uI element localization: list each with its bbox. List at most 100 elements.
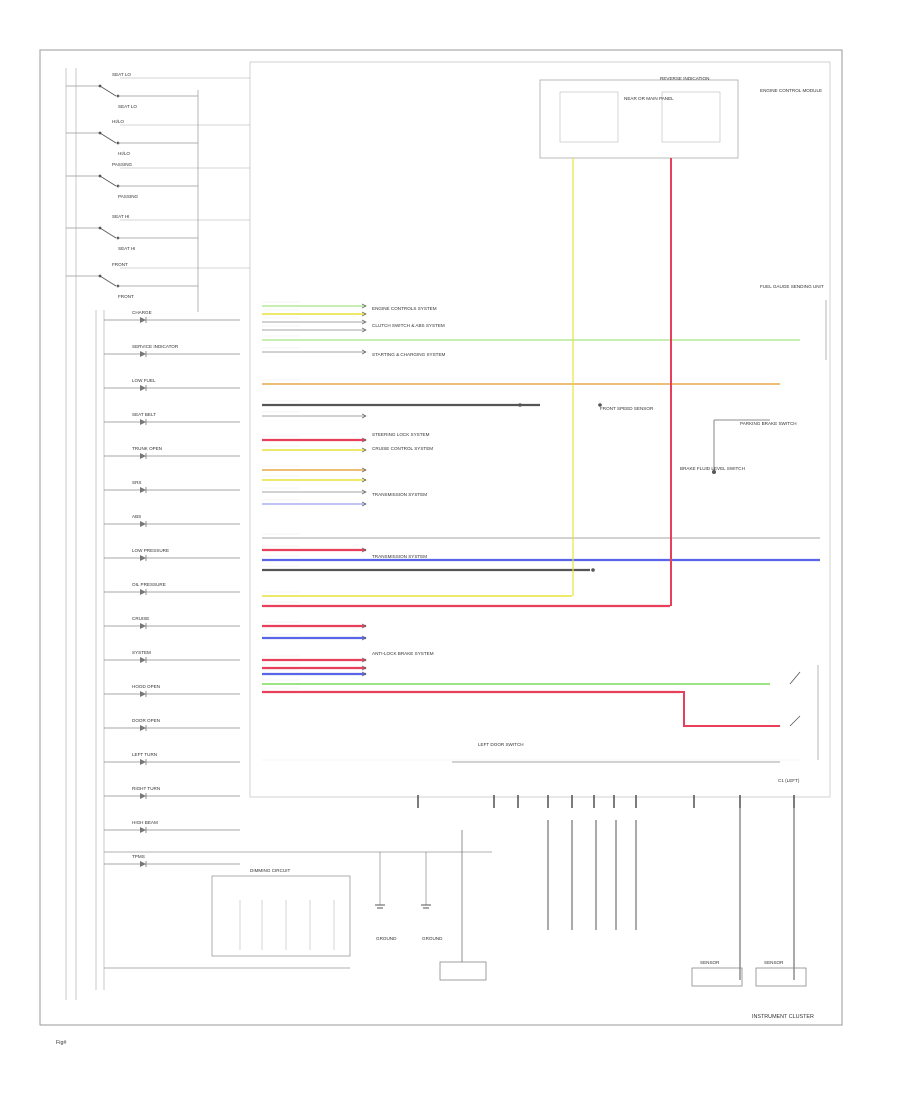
wire-arrow-icon (361, 319, 367, 325)
indicator-label: HOOD OPEN (132, 684, 160, 689)
bottom-component-label: SENSOR (700, 960, 720, 965)
wire-arrow-icon (361, 489, 367, 495)
system-label: STARTING & CHARGING SYSTEM (372, 352, 446, 357)
switch-sublabel: SEAT LO (118, 104, 137, 109)
switch-label: HI/LO (112, 119, 124, 124)
switch-sublabel: SEAT HI (118, 246, 135, 251)
wire-arrow-icon (361, 665, 367, 671)
switch-contact (98, 84, 102, 88)
wire-arrow-icon (361, 413, 367, 419)
cluster-label: INSTRUMENT CLUSTER (752, 1014, 814, 1020)
indicator-diode-icon (140, 759, 146, 765)
outer-frame (39, 49, 843, 1026)
switch-label: SEAT LO (112, 72, 131, 77)
top-module-right-box (661, 91, 721, 143)
indicator-label: SERVICE INDICATOR (132, 344, 179, 349)
top-module-box (539, 79, 739, 159)
indicator-diode-icon (140, 657, 146, 663)
indicator-diode-icon (140, 487, 146, 493)
wire-arrow-icon (361, 467, 367, 473)
wire-arrow-icon (361, 635, 367, 641)
component-label: BRAKE FLUID LEVEL SWITCH (680, 466, 745, 471)
indicator-diode-icon (140, 555, 146, 561)
top-module-label: ENGINE CONTROL MODULE (760, 88, 822, 93)
indicator-diode-icon (140, 827, 146, 833)
indicator-diode-icon (140, 861, 146, 867)
switch-contact (98, 274, 102, 278)
splice-node (591, 568, 595, 572)
indicator-label: LOW PRESSURE (132, 548, 169, 553)
indicator-label: SYSTEM (132, 650, 151, 655)
component-label: LEFT DOOR SWITCH (478, 742, 524, 747)
indicator-label: RIGHT TURN (132, 786, 160, 791)
right-switch-blade (789, 671, 801, 685)
component-label: FRONT SPEED SENSOR (600, 406, 654, 411)
splice-node (518, 403, 522, 407)
indicator-group: CHARGE SERVICE INDICATOR LOW FUEL SEAT BELT… (104, 310, 240, 867)
component-label: PARKING BRAKE SWITCH (740, 421, 797, 426)
splice-node (598, 403, 602, 407)
switch-blade (99, 175, 117, 187)
system-label: CRUISE CONTROL SYSTEM (372, 446, 433, 451)
switch-sublabel: PASSING (118, 194, 139, 199)
indicator-label: SRS (132, 480, 141, 485)
page-label: Fig# (56, 1040, 67, 1046)
system-label: STEERING LOCK SYSTEM (372, 432, 430, 437)
sensor-box (755, 967, 807, 987)
system-label: ENGINE CONTROLS SYSTEM (372, 306, 437, 311)
switch-blade (99, 275, 117, 287)
switch-contact (98, 174, 102, 178)
ground-box (439, 961, 487, 981)
indicator-label: TPMS (132, 854, 145, 859)
top-module-left-box (559, 91, 619, 143)
indicator-label: ABS (132, 514, 141, 519)
system-label: TRANSMISSION SYSTEM (372, 492, 427, 497)
wire-arrow-icon (361, 547, 367, 553)
switch-blade (99, 227, 117, 239)
indicator-diode-icon (140, 521, 146, 527)
indicator-diode-icon (140, 691, 146, 697)
top-module-right-label: REVERSE INDICATION (660, 76, 709, 81)
sensor-box (691, 967, 743, 987)
indicator-diode-icon (140, 453, 146, 459)
top-module-left-label: NEAR OR MAIN PANEL (624, 96, 674, 101)
bottom-component-label: GROUND (376, 936, 397, 941)
wire-arrow-icon (361, 657, 367, 663)
switch-sublabel: HI/LO (118, 151, 130, 156)
indicator-diode-icon (140, 385, 146, 391)
indicator-label: SEAT BELT (132, 412, 156, 417)
wire-arrow-icon (361, 327, 367, 333)
indicator-diode-icon (140, 725, 146, 731)
indicator-diode-icon (140, 351, 146, 357)
indicator-label: OIL PRESSURE (132, 582, 166, 587)
wire-arrow-icon (361, 349, 367, 355)
system-labels: ENGINE CONTROLS SYSTEM CLUTCH SWITCH & AB… (372, 306, 446, 656)
bottom-component-label: GROUND (422, 936, 443, 941)
wire-red-turn (680, 691, 780, 727)
indicator-label: HIGH BEAM (132, 820, 158, 825)
switch-blade (99, 132, 117, 144)
indicator-label: CRUISE (132, 616, 149, 621)
dimming-box (211, 875, 351, 957)
connector-label: C1 (LEFT) (778, 778, 800, 783)
sensor-node (712, 470, 716, 474)
indicator-diode-icon (140, 419, 146, 425)
wire-arrow-icon (361, 447, 367, 453)
indicator-label: TRUNK OPEN (132, 446, 162, 451)
indicator-diode-icon (140, 317, 146, 323)
indicator-diode-icon (140, 589, 146, 595)
switch-label: SEAT HI (112, 214, 129, 219)
indicator-label: CHARGE (132, 310, 152, 315)
switch-sublabel: FRONT (118, 294, 134, 299)
switch-blade (99, 85, 117, 97)
indicator-label: DOOR OPEN (132, 718, 160, 723)
wire-arrow-icon (361, 671, 367, 677)
top-module: ENGINE CONTROL MODULE NEAR OR MAIN PANEL… (539, 76, 822, 159)
system-label: CLUTCH SWITCH & ABS SYSTEM (372, 323, 445, 328)
indicator-label: LOW FUEL (132, 378, 156, 383)
bottom-component-label: DIMMING CIRCUIT (250, 868, 291, 873)
